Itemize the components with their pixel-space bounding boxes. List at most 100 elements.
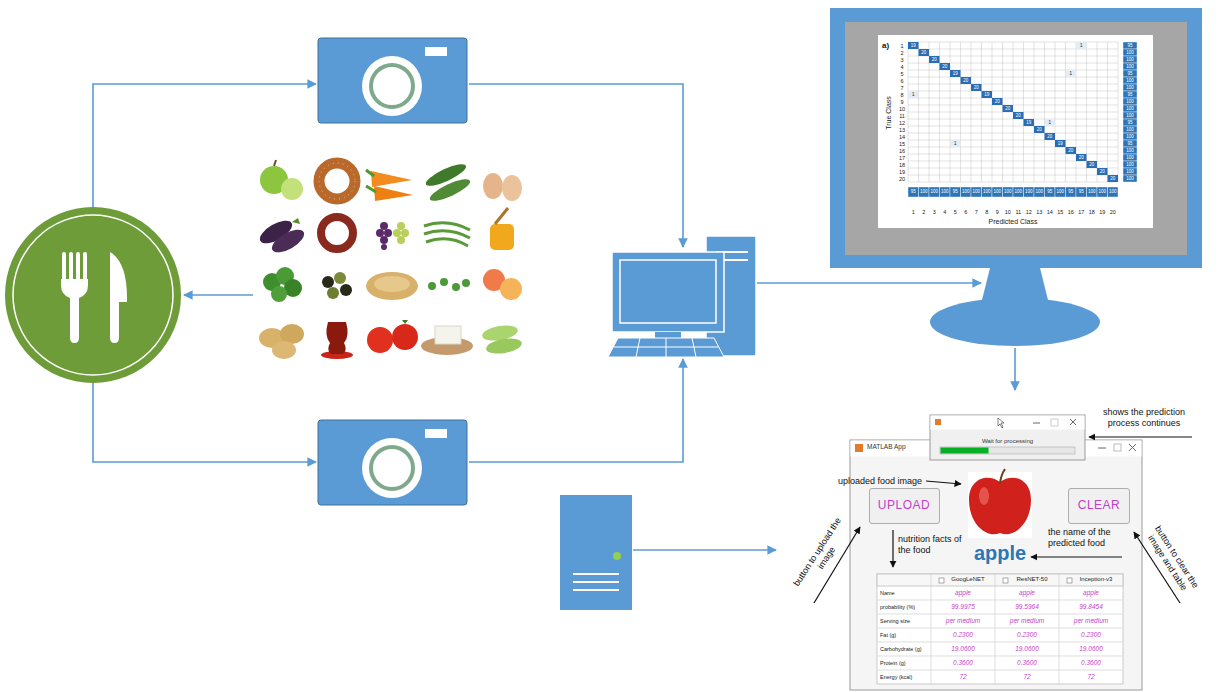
cell-value: 100 — [1126, 176, 1134, 181]
food-collage — [371, 171, 412, 187]
tick-label: 9 — [996, 209, 999, 216]
camera-icon — [318, 38, 467, 123]
table-row-label: Protein (g) — [880, 660, 906, 667]
confusion-matrix — [1123, 119, 1137, 126]
label-slot: 20 — [1079, 155, 1084, 160]
label-slot: 1 — [1048, 120, 1051, 125]
flow-line — [469, 84, 683, 247]
dialog-frame — [941, 448, 989, 454]
annotation: nutrition facts of the food — [898, 534, 968, 556]
table-header: ResNET-50 — [1016, 576, 1047, 583]
table-header: Inception-v3 — [1080, 576, 1113, 583]
tick-label: 17 — [1078, 209, 1084, 216]
confusion-matrix — [1066, 147, 1077, 154]
food-collage — [319, 163, 355, 199]
cell-value: 95 — [1127, 141, 1132, 146]
cell-value: 100 — [1014, 189, 1022, 194]
cell-value: 100 — [1088, 189, 1096, 194]
progress-dialog: Wait for processing — [930, 415, 1085, 460]
cell-value: 20 — [1068, 148, 1073, 153]
app-window-frame — [969, 478, 1031, 535]
confusion-matrix — [1123, 175, 1137, 182]
table-cell: 0.2300 — [953, 631, 973, 639]
cell-value: 100 — [1126, 57, 1134, 62]
dialog-frame — [930, 415, 1085, 460]
annotation-arrow — [814, 527, 860, 603]
label-slot: 100 — [1098, 189, 1106, 194]
food-collage — [280, 324, 304, 344]
label-slot: 20 — [1047, 134, 1052, 139]
annotation: shows the prediction process continues — [1094, 407, 1194, 429]
flow-line — [184, 294, 253, 296]
app-window: MATLAB AppUPLOADCLEAR — [850, 440, 1142, 690]
cell-value: 100 — [1056, 189, 1064, 194]
label-slot: Carbohydrate (g) — [880, 646, 922, 653]
table-cell: 72 — [1087, 673, 1094, 681]
cell-value: 1 — [954, 141, 957, 146]
tick-label: 16 — [899, 147, 905, 154]
dialog-frame — [930, 415, 1085, 460]
label-slot: True Class — [885, 96, 893, 130]
cell-value: 1 — [1048, 120, 1051, 125]
computer-icon — [612, 252, 724, 332]
label-slot: 19.0600 — [1079, 645, 1103, 653]
label-slot: 11 — [899, 112, 905, 119]
label-slot: 20 — [921, 50, 926, 55]
label-slot: apple — [955, 589, 971, 597]
confusion-matrix — [961, 187, 972, 197]
flow-line — [757, 282, 981, 284]
label-slot: 15 — [1057, 209, 1063, 216]
dialog-frame — [1033, 423, 1040, 424]
table-cell: 19.0600 — [1015, 645, 1039, 653]
meal-icon — [5, 207, 181, 383]
food-collage — [392, 324, 418, 350]
panel-label: a) — [882, 41, 889, 51]
camera-icon — [318, 38, 467, 123]
label-slot: 10 — [899, 105, 905, 112]
table-cell: per medium — [946, 617, 980, 625]
tick-label: 2 — [900, 49, 903, 56]
cell-value: 100 — [1126, 169, 1134, 174]
table-cell: 0.3600 — [953, 659, 973, 667]
label-slot: 72 — [1023, 673, 1030, 681]
label-slot: 100 — [1126, 85, 1134, 90]
tick-label: 17 — [899, 154, 905, 161]
axis-title: True Class — [885, 96, 893, 130]
label-slot: 6 — [964, 209, 967, 216]
label-slot: 100 — [1126, 176, 1134, 181]
label-slot: 20 — [1068, 148, 1073, 153]
confusion-matrix — [1123, 154, 1137, 161]
tick-label: 10 — [1005, 209, 1011, 216]
tick-label: 20 — [1110, 209, 1116, 216]
confusion-matrix — [940, 63, 951, 70]
label-slot: 100 — [1126, 78, 1134, 83]
app-window-frame — [877, 574, 1123, 684]
cell-value: 100 — [1109, 189, 1117, 194]
label-slot: 95 — [1047, 189, 1052, 194]
label-slot: shows the prediction process continues — [1094, 407, 1194, 429]
confusion-matrix — [1123, 84, 1137, 91]
confusion-matrix — [908, 187, 919, 197]
food-collage — [326, 322, 347, 354]
app-window-frame — [877, 574, 1123, 684]
label-slot: 1 — [912, 92, 915, 97]
label-slot: 3 — [933, 209, 936, 216]
tick-label: 14 — [1047, 209, 1053, 216]
confusion-matrix — [1087, 161, 1098, 168]
cell-value: 20 — [1005, 106, 1010, 111]
meal-icon — [62, 252, 66, 282]
label-slot: 0.3600 — [953, 659, 973, 667]
annotation-arrow — [1134, 532, 1180, 603]
app-window-frame — [1067, 578, 1072, 583]
flow-line — [633, 549, 776, 551]
cell-value: 19 — [953, 71, 958, 76]
cell-value: 100 — [1035, 189, 1043, 194]
label-slot: 99.9975 — [951, 603, 975, 611]
confusion-matrix — [961, 77, 972, 84]
cell-value: 20 — [974, 85, 979, 90]
tick-label: 11 — [1015, 209, 1021, 216]
flow-line — [93, 383, 316, 462]
label-slot: 19 — [899, 168, 905, 175]
food-collage — [292, 218, 300, 224]
confusion-matrix — [1123, 133, 1137, 140]
